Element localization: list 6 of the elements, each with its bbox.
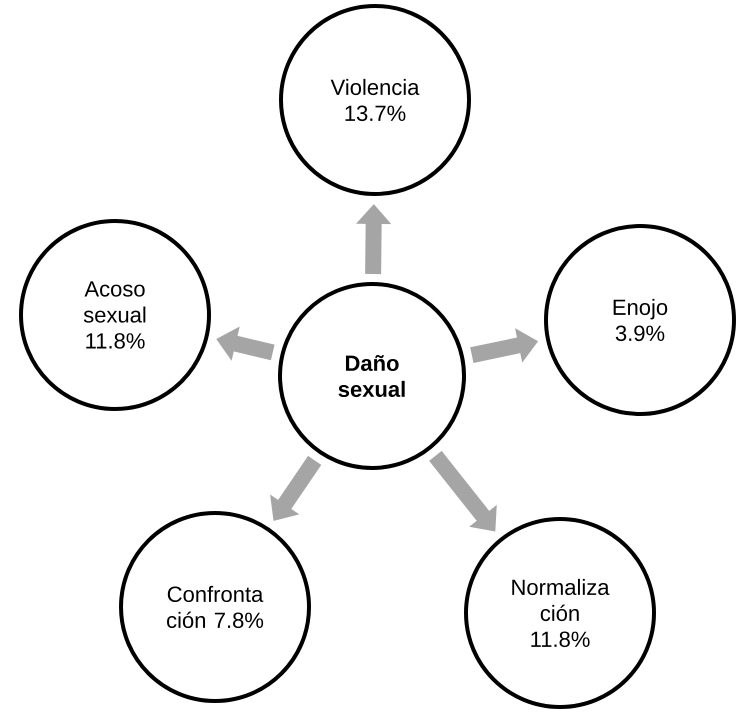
circle-node: Confronta ción 7.8% (119, 510, 311, 703)
circle-node: Normaliza ción 11.8% (464, 516, 656, 709)
circle-node: Daño sexual (278, 282, 466, 470)
circle-node: Violencia 13.7% (279, 4, 471, 196)
circle-node: Acoso sexual 11.8% (19, 219, 211, 411)
circle-node: Enojo 3.9% (544, 224, 736, 416)
